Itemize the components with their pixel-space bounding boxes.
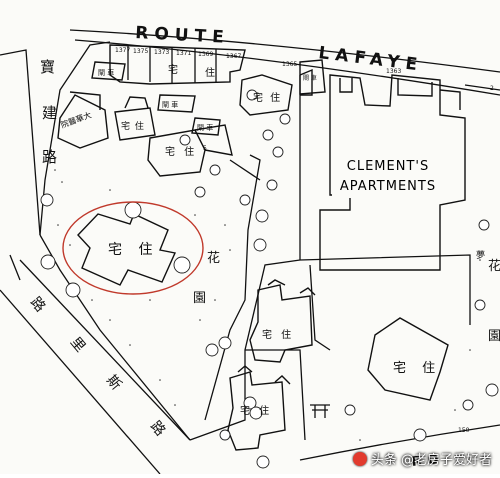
lot-number: 1365 (282, 61, 297, 68)
label-garage-2: 閘 車 (162, 100, 178, 109)
bench-symbol (310, 404, 330, 418)
label-house-top-a: 宅 (168, 63, 178, 76)
building-right (367, 317, 449, 401)
lot-number: 1367 (226, 53, 241, 60)
road-label-diagonal-4: 路 (147, 418, 168, 439)
label-huayuan-3: 花 (488, 258, 500, 274)
lot-number: 5 (203, 145, 207, 152)
label-house-mid: 宅 住 (165, 145, 197, 158)
road-label-route: ROUTE (135, 23, 230, 48)
shrub-dots (54, 169, 481, 441)
road-label-diagonal-2: 里 (67, 334, 88, 355)
road-label-diagonal-3: 斯 (103, 372, 124, 393)
label-house-lower-left: 宅 住 (262, 328, 294, 341)
label-house-bottom-left: 宅 住 (240, 404, 272, 417)
building-lower-left (249, 279, 316, 363)
building-apartments (319, 74, 466, 271)
road-label-route-bottom: RO (411, 452, 445, 470)
road-label-baojian-2: 建 (42, 104, 57, 122)
road-diagonal-edges (0, 259, 191, 475)
road-lafayette-edges (69, 29, 500, 96)
label-apartments: APARTMENTS (340, 179, 436, 194)
building-hospital (57, 91, 109, 149)
lot-number: 1377 (115, 47, 130, 54)
building-mid (147, 124, 233, 177)
watermark-text: 头条 @老房子爱好者 (370, 453, 492, 468)
building-main-house (77, 213, 176, 286)
lot-number: 1363 (386, 68, 401, 75)
lot-number: 1369 (198, 51, 213, 58)
lot-number: 150 (458, 427, 470, 434)
building-mid-left (114, 96, 156, 141)
road-label-baojian-1: 寶 (40, 58, 55, 76)
label-huayuan-1: 花 (207, 250, 220, 266)
label-house-top-b: 住 (205, 66, 215, 79)
lot-number: 1375 (133, 48, 148, 55)
road-label-baojian-3: 路 (42, 148, 57, 166)
highlight-circle (62, 201, 204, 295)
label-clements: CLEMENT'S (347, 159, 429, 174)
road-label-lafayette: LAFAYE (317, 43, 424, 76)
toutiao-logo-icon (352, 451, 367, 466)
tree-cluster (40, 89, 499, 469)
watermark: 头条 @老房子爱好者 (352, 449, 492, 468)
label-main-house: 宅 住 (108, 242, 158, 258)
road-label-diagonal-1: 路 (27, 294, 48, 315)
label-garage-1: 閘 車 (98, 68, 114, 77)
building-row-top (109, 44, 246, 85)
lot-number: 1371 (176, 50, 191, 57)
road-baojian-edges (0, 49, 41, 281)
label-house-top-right: 宅 住 (253, 91, 282, 104)
label-house-right: 宅 住 (393, 361, 441, 376)
road-bottom-edge (299, 424, 500, 461)
label-garage-4: 閘 車 (303, 74, 317, 82)
building-garages (91, 59, 326, 136)
lot-number: 1373 (154, 49, 169, 56)
building-top-right (239, 68, 313, 116)
label-huayuan-4: 園 (488, 329, 500, 344)
building-bottom-left (227, 365, 291, 451)
label-garage-3: 閘 車 (197, 123, 213, 132)
label-right-char: 夢 (476, 249, 485, 261)
lot-number: 2 (490, 85, 494, 92)
label-huayuan-2: 園 (193, 291, 206, 306)
label-house-mid-left: 宅 住 (121, 120, 145, 132)
apartments-label-bg (332, 150, 444, 198)
